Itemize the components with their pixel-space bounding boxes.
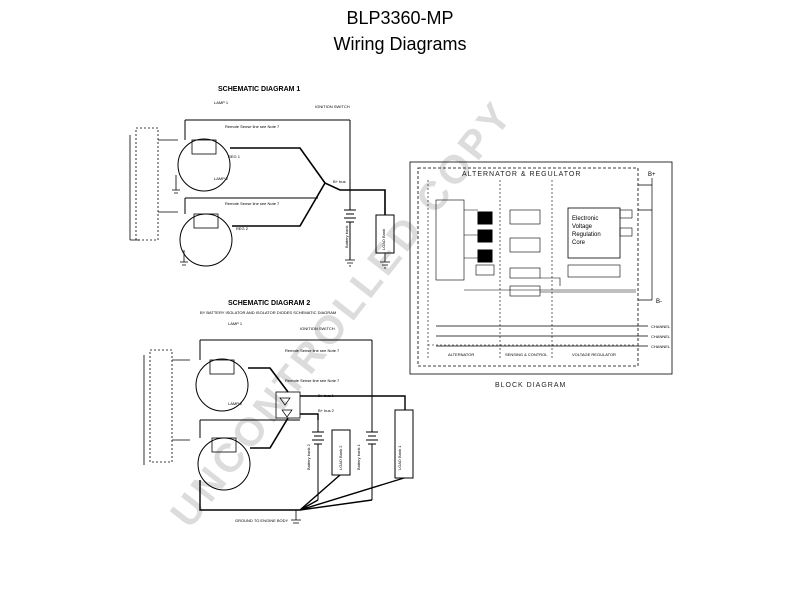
block-diagram: ALTERNATOR & REGULATOR BLOCK DIAGRAM ALT…: [409, 161, 673, 389]
schematic2-title: SCHEMATIC DIAGRAM 2: [228, 300, 310, 307]
schematic1-battery: Battery bank: [344, 226, 349, 248]
schematic-diagram-2: SCHEMATIC DIAGRAM 2 BY BATTERY ISOLATOR …: [143, 300, 414, 524]
schematic1-remote-sense-2: Remote Sense line see Note 7: [225, 201, 280, 206]
schematic2-remote-sense-1: Remote Sense line see Note 7: [285, 348, 340, 353]
block-title: ALTERNATOR & REGULATOR: [462, 171, 581, 178]
schematic2-battery-2: Battery bank 2: [306, 443, 311, 470]
block-section-alternator: ALTERNATOR: [448, 352, 474, 357]
schematic1-reg1: REG 1: [228, 154, 241, 159]
block-b-minus: B-: [656, 299, 662, 305]
block-outer-frame: [409, 161, 673, 375]
schematic2-ground-label: GROUND TO ENGINE BODY: [235, 518, 289, 523]
schematic2-lamp1-label: LAMP 1: [228, 321, 243, 326]
channel-2: CHANNEL: [651, 334, 671, 339]
schematic2-load-2-box: [331, 429, 351, 476]
core-line-3: Regulation: [572, 232, 601, 238]
schematic1-ignition-label: IGNITION SWITCH: [315, 104, 350, 109]
block-inner-frame: [417, 167, 639, 367]
schematic2-load-1: LOAD Bank 1: [397, 445, 402, 470]
page-title: Wiring Diagrams: [333, 34, 467, 54]
schematic2-ignition-label: IGNITION SWITCH: [300, 326, 335, 331]
schematic-diagram-1: SCHEMATIC DIAGRAM 1 IGNITION SWITCH LAMP…: [129, 86, 395, 269]
alternator-1-icon: [177, 138, 231, 192]
schematic1-cluster-box: [135, 127, 159, 241]
schematic2-remote-sense-2: Remote Sense line see Note 7: [285, 378, 340, 383]
channel-3: CHANNEL: [651, 344, 671, 349]
alternator-2-icon: [179, 213, 233, 267]
schematic2-battery-1: Battery bank 1: [356, 443, 361, 470]
schematic2-b-bus-2: B+ bus 2: [318, 408, 335, 413]
channel-1: CHANNEL: [651, 324, 671, 329]
alternator-3-icon: [195, 358, 249, 412]
schematic1-lamp2-label: LAMP 2: [214, 176, 229, 181]
schematic1-lamp1-label: LAMP 1: [214, 100, 229, 105]
schematic1-remote-sense-1: Remote Sense line see Note 7: [225, 124, 280, 129]
core-line-1: Electronic: [572, 216, 598, 222]
schematic1-b-bus: B+ bus: [333, 179, 346, 184]
core-line-2: Voltage: [572, 224, 593, 230]
block-section-regulator: VOLTAGE REGULATOR: [572, 352, 616, 357]
block-b-plus: B+: [648, 172, 656, 178]
block-section-sensing: SENSING & CONTROL: [505, 352, 548, 357]
part-number: BLP3360-MP: [346, 8, 454, 28]
core-line-4: Core: [572, 240, 586, 246]
block-caption: BLOCK DIAGRAM: [495, 382, 566, 389]
schematic2-lamp2-label: LAMP 2: [228, 401, 243, 406]
schematic1-reg2: REG 2: [236, 226, 249, 231]
schematic1-load: LOAD Bank: [381, 229, 386, 250]
schematic2-load-2: LOAD Bank 2: [338, 445, 343, 470]
schematic2-subtitle: BY BATTERY ISOLATOR AND ISOLATOR DIODES …: [200, 310, 336, 315]
schematic2-cluster-box: [149, 349, 173, 463]
schematic1-title: SCHEMATIC DIAGRAM 1: [218, 86, 300, 93]
